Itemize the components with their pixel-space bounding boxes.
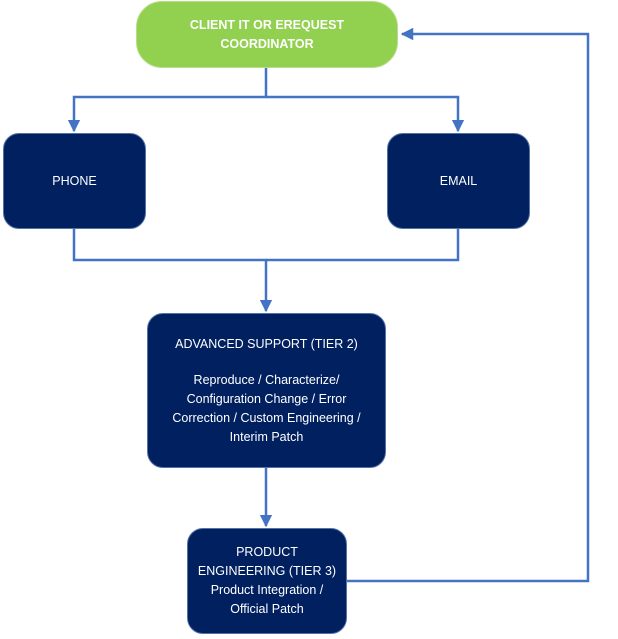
phone-label: PHONE — [52, 173, 97, 188]
phone-box: PHONE — [3, 133, 146, 229]
tier2-description: Reproduce / Characterize/ Configuration … — [172, 371, 360, 447]
connector-tier3-loop-to-coordinator — [347, 27, 590, 583]
tier3-line-4: Official Patch — [230, 602, 304, 616]
connector-phone-to-tier2 — [72, 229, 273, 313]
tier2-line-1: Reproduce / Characterize/ — [193, 372, 340, 387]
connector-coordinator-to-email — [266, 95, 465, 133]
connector-email-merge — [266, 229, 460, 262]
tier2-line-3: Correction / Custom Engineering / — [172, 410, 361, 425]
email-box: EMAIL — [387, 133, 530, 229]
tier2-title: ADVANCED SUPPORT (TIER 2) — [175, 336, 358, 351]
email-label: EMAIL — [439, 173, 478, 188]
tier3-line-1: PRODUCT — [236, 545, 298, 559]
coordinator-line-2: COORDINATOR — [220, 36, 314, 51]
tier3-line-2: ENGINEERING (TIER 3) — [197, 564, 337, 578]
advanced-support-tier2-box: ADVANCED SUPPORT (TIER 2) Reproduce / Ch… — [147, 313, 386, 468]
client-it-coordinator-box: CLIENT IT OR EREQUEST COORDINATOR — [136, 1, 398, 68]
tier2-line-4: Interim Patch — [229, 429, 304, 444]
connector-coordinator-to-phone — [67, 68, 268, 133]
tier3-line-3: Product Integration / — [210, 583, 324, 597]
tier2-line-2: Configuration Change / Error — [186, 391, 347, 406]
product-engineering-tier3-box: PRODUCT ENGINEERING (TIER 3) Product Int… — [187, 528, 347, 634]
coordinator-line-1: CLIENT IT OR EREQUEST — [189, 17, 345, 32]
